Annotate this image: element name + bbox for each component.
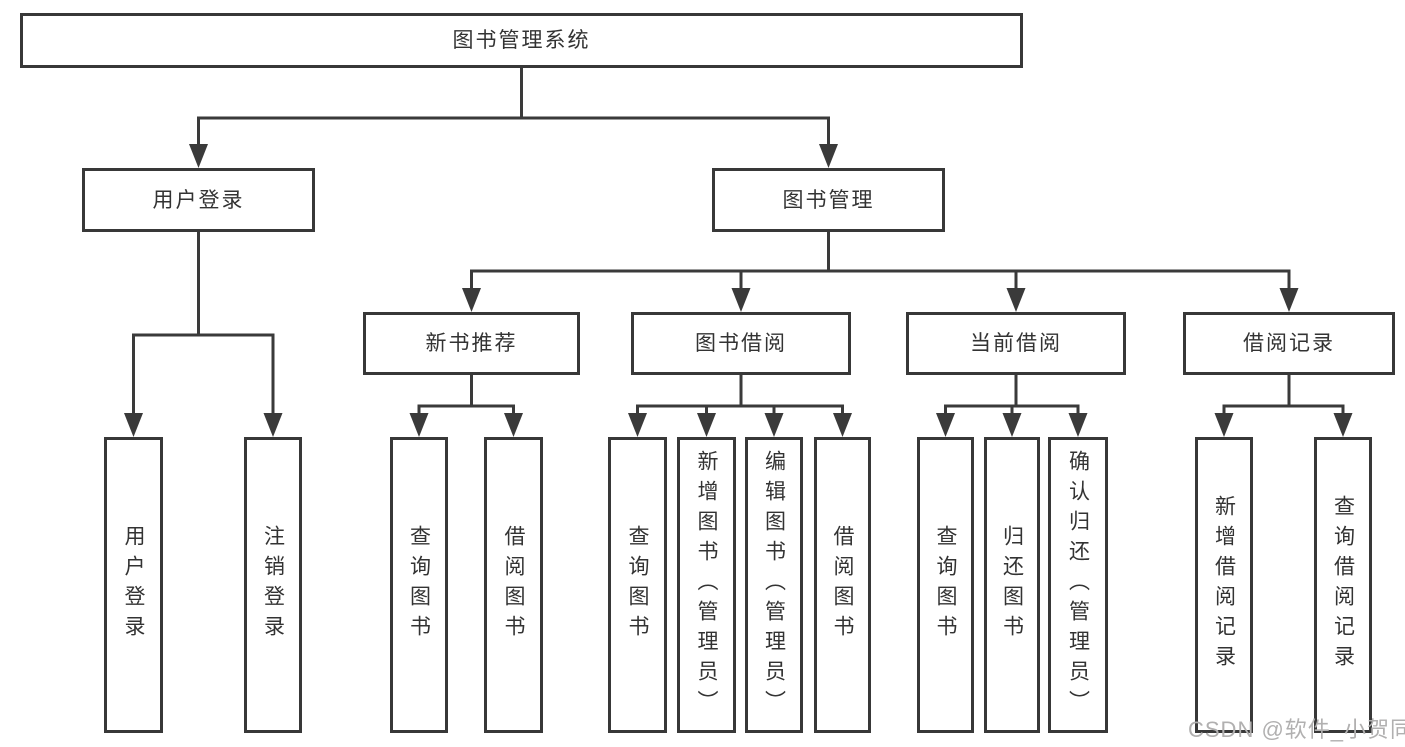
node-label-bb-query: 查询图书 <box>626 525 649 645</box>
node-cb-return: 归还图书 <box>984 437 1040 733</box>
node-label-leaf-logout: 注销登录 <box>261 525 285 645</box>
node-label-br-add: 新增借阅记录 <box>1212 495 1236 675</box>
node-bb-edit: 编辑图书（管理员） <box>745 437 803 733</box>
node-bb-add: 新增图书（管理员） <box>677 437 736 733</box>
csdn-watermark: CSDN @软件_小贺同学 <box>1188 717 1405 742</box>
node-label-bb-add: 新增图书（管理员） <box>695 450 718 720</box>
node-book-mgmt: 图书管理 <box>712 168 945 232</box>
node-borrow-records: 借阅记录 <box>1183 312 1395 375</box>
node-label-nbr-query: 查询图书 <box>407 525 431 645</box>
node-bb-borrow: 借阅图书 <box>814 437 871 733</box>
node-label-bb-borrow: 借阅图书 <box>831 525 854 645</box>
node-label-nbr-borrow: 借阅图书 <box>502 525 525 645</box>
node-nbr-query: 查询图书 <box>390 437 448 733</box>
node-label-new-book-rec: 新书推荐 <box>425 332 518 355</box>
node-label-bb-edit: 编辑图书（管理员） <box>762 450 786 720</box>
node-leaf-logout: 注销登录 <box>244 437 302 733</box>
node-nbr-borrow: 借阅图书 <box>484 437 543 733</box>
node-label-cb-query: 查询图书 <box>934 525 957 645</box>
node-label-current-borrow: 当前借阅 <box>970 332 1062 355</box>
node-label-cb-confirm: 确认归还（管理员） <box>1066 450 1090 720</box>
node-br-query: 查询借阅记录 <box>1314 437 1372 733</box>
node-label-cb-return: 归还图书 <box>1000 525 1024 645</box>
node-leaf-user-login: 用户登录 <box>104 437 163 733</box>
node-label-user-login: 用户登录 <box>152 188 245 212</box>
node-br-add: 新增借阅记录 <box>1195 437 1253 733</box>
node-book-borrow: 图书借阅 <box>631 312 851 375</box>
node-user-login: 用户登录 <box>82 168 315 232</box>
node-label-root: 图书管理系统 <box>452 29 591 52</box>
node-new-book-rec: 新书推荐 <box>363 312 580 375</box>
node-cb-confirm: 确认归还（管理员） <box>1048 437 1108 733</box>
node-label-leaf-user-login: 用户登录 <box>122 525 145 645</box>
node-label-book-mgmt: 图书管理 <box>782 188 875 212</box>
node-label-book-borrow: 图书借阅 <box>695 332 787 355</box>
node-cb-query: 查询图书 <box>917 437 974 733</box>
node-label-borrow-records: 借阅记录 <box>1243 332 1335 355</box>
node-root: 图书管理系统 <box>20 13 1023 68</box>
node-label-br-query: 查询借阅记录 <box>1331 495 1355 675</box>
node-current-borrow: 当前借阅 <box>906 312 1126 375</box>
node-bb-query: 查询图书 <box>608 437 667 733</box>
